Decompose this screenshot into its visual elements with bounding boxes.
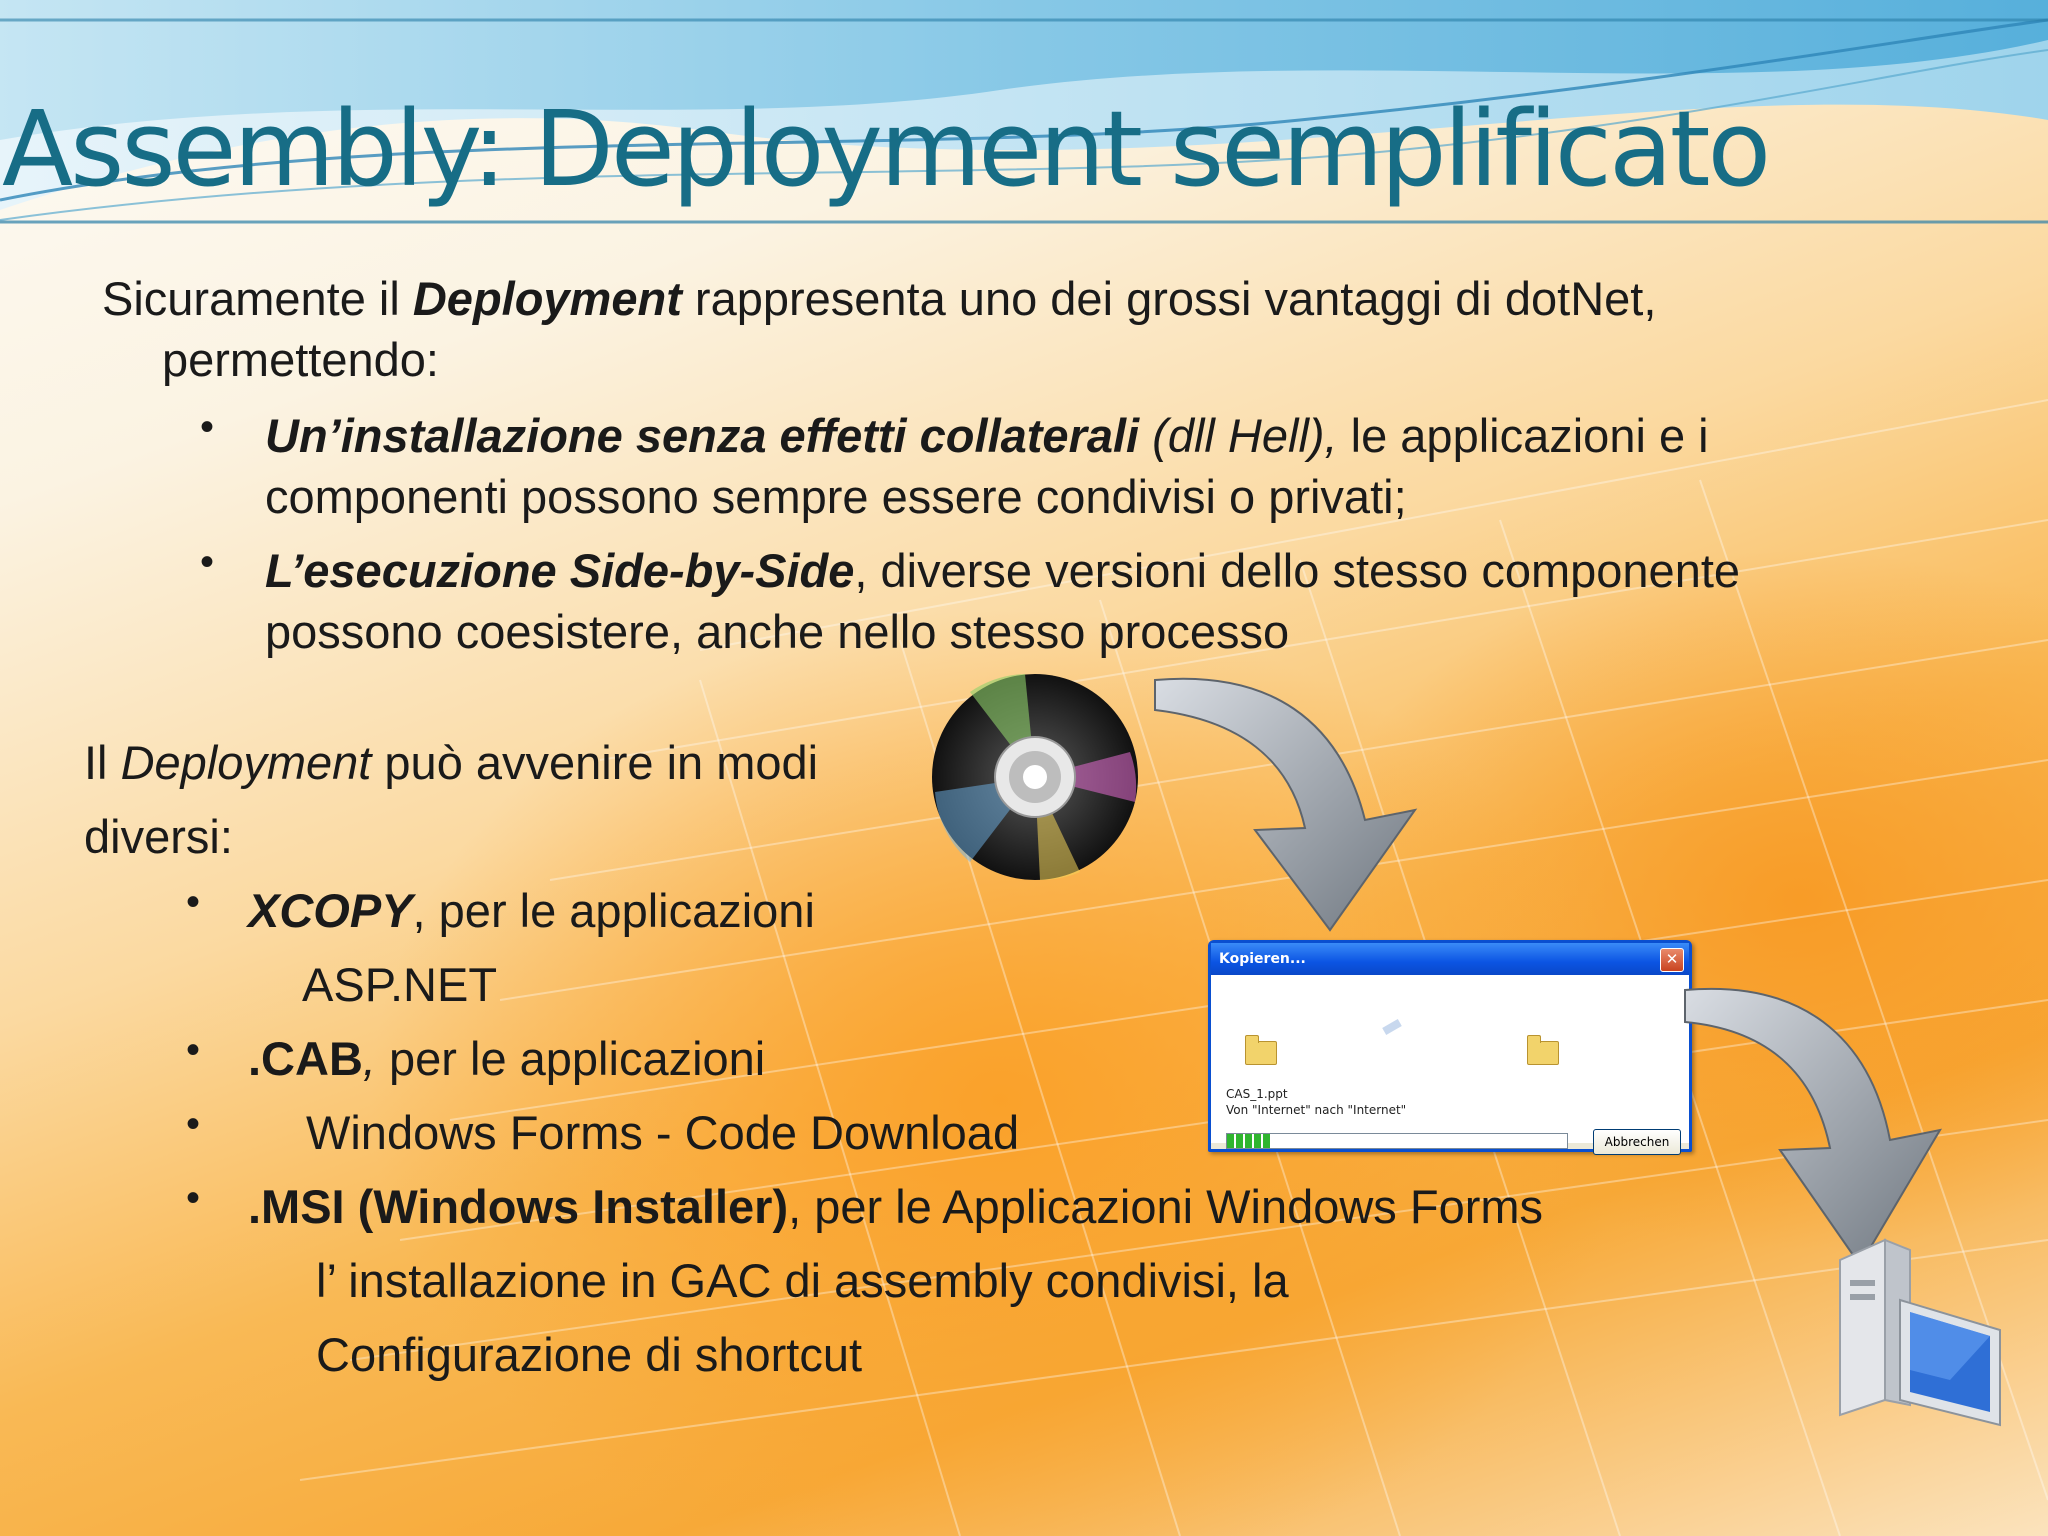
dialog-title-bar: Kopieren... ✕ xyxy=(1211,943,1689,975)
header-waves xyxy=(0,0,2048,224)
deploy-item-1-text: , per le applicazioni xyxy=(412,884,815,937)
intro-paragraph: Sicuramente il Deployment rappresenta un… xyxy=(102,268,1942,390)
flying-document-icon xyxy=(1382,1019,1402,1035)
deploy-intro: Il Deployment può avvenire in modi diver… xyxy=(84,726,904,874)
bullet-1-em: (dll Hell), xyxy=(1139,409,1338,462)
intro-deployment-term: Deployment xyxy=(412,272,682,325)
close-icon[interactable]: ✕ xyxy=(1660,948,1684,972)
bullet-1-marker: • xyxy=(200,405,215,449)
deploy-item-4-marker: • xyxy=(186,1176,201,1220)
copy-progress-bar xyxy=(1226,1133,1568,1149)
deploy-item-1-cont: ASP.NET xyxy=(302,958,498,1011)
intro-text-1: Sicuramente il xyxy=(102,272,413,325)
cancel-button[interactable]: Abbrechen xyxy=(1593,1129,1681,1155)
curved-arrow-icon xyxy=(1684,987,1943,1267)
dialog-copy-path: Von "Internet" nach "Internet" xyxy=(1226,1103,1407,1117)
dialog-title: Kopieren... xyxy=(1219,951,1306,967)
deploy-item-1-strong: XCOPY xyxy=(248,884,413,937)
deploy-item-1-marker: • xyxy=(186,880,201,924)
deploy-item-2-text: per le applicazioni xyxy=(375,1032,766,1085)
deploy-item-2-strong: .CAB xyxy=(248,1032,363,1085)
deploy-item-2: .CAB, per le applicazioni xyxy=(248,1022,765,1096)
copy-progress-fill xyxy=(1227,1134,1272,1148)
deploy-item-4-cont-1: l’ installazione in GAC di assembly cond… xyxy=(316,1254,1289,1307)
deploy-item-4-strong: .MSI (Windows Installer) xyxy=(248,1180,789,1233)
bullet-1-strong: Un’installazione senza effetti collatera… xyxy=(265,409,1140,462)
deploy-item-4-cont-2: Configurazione di shortcut xyxy=(316,1328,863,1381)
bullet-2-strong: L’esecuzione Side-by-Side xyxy=(265,544,855,597)
deploy-item-2-em: , xyxy=(362,1032,376,1085)
bullet-2-text: , diverse versioni dello stesso componen… xyxy=(265,544,1741,658)
deploy-item-1: XCOPY, per le applicazioni xyxy=(248,874,815,948)
curved-arrow-icon xyxy=(1154,677,1418,932)
deploy-intro-text-2: può avvenire in modi diversi: xyxy=(84,736,819,863)
intro-text-2: rappresenta uno dei grossi vantaggi di d… xyxy=(162,272,1657,386)
deploy-item-4-text: , per le Applicazioni Windows Forms xyxy=(788,1180,1544,1233)
bullet-2-marker: • xyxy=(200,540,215,584)
cd-disc-icon xyxy=(932,674,1138,881)
bullet-1-text: le applicazioni e i componenti possono s… xyxy=(265,409,1709,523)
dialog-body: CAS_1.ppt Von "Internet" nach "Internet"… xyxy=(1211,975,1689,1155)
deploy-item-3: Windows Forms - Code Download xyxy=(306,1106,1020,1159)
folder-icon xyxy=(1527,1035,1559,1065)
deploy-item-3-marker: • xyxy=(186,1102,201,1146)
copy-dialog: Kopieren... ✕ CAS_1.ppt Von "Internet" n… xyxy=(1208,940,1692,1155)
folder-icon xyxy=(1245,1035,1277,1065)
computer-icon xyxy=(1839,1238,2001,1427)
bullet-1: Un’installazione senza effetti collatera… xyxy=(265,405,1905,527)
deploy-item-2-marker: • xyxy=(186,1028,201,1072)
deploy-intro-term: Deployment xyxy=(120,736,372,789)
slide-title: Assembly: Deployment semplificato xyxy=(2,88,1771,210)
bullet-2: L’esecuzione Side-by-Side, diverse versi… xyxy=(265,540,1905,662)
dialog-file-name: CAS_1.ppt xyxy=(1226,1087,1288,1101)
deploy-item-4: .MSI (Windows Installer), per le Applica… xyxy=(248,1170,1543,1244)
deploy-intro-text-1: Il xyxy=(84,736,121,789)
